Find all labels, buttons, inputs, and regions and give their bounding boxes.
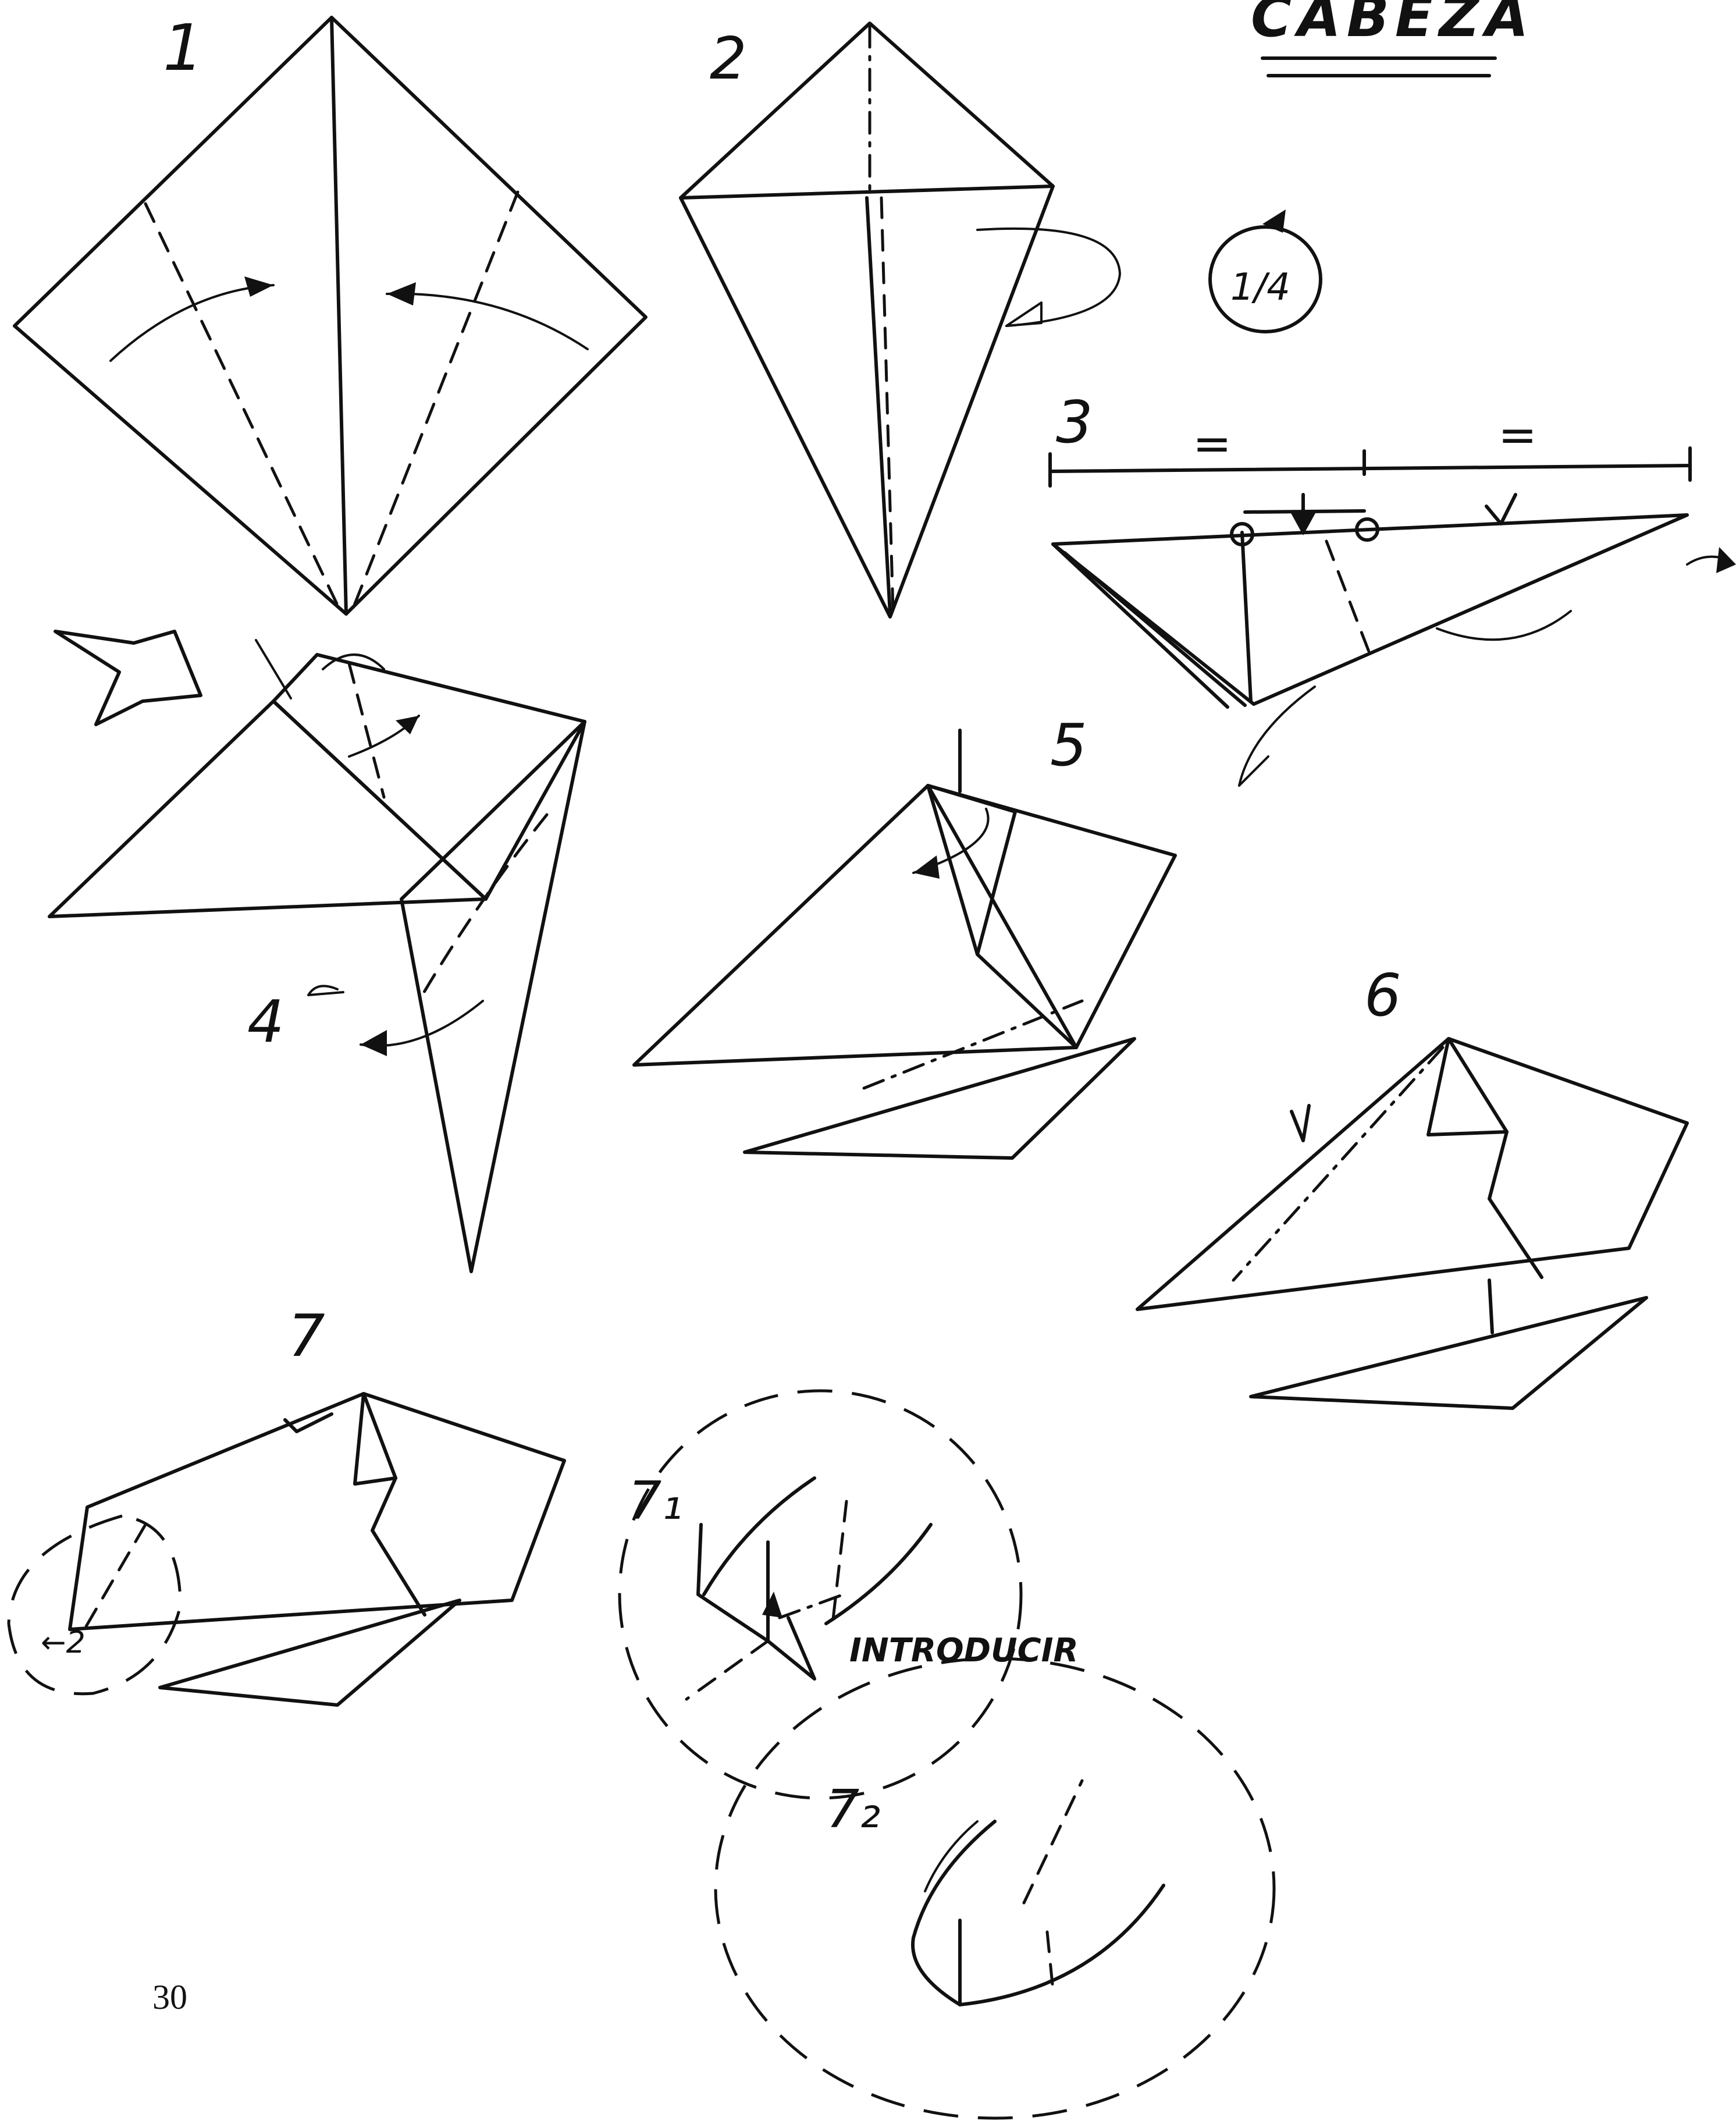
equal-mark-left: = — [1193, 417, 1232, 471]
step-4-label: 4 — [247, 988, 284, 1056]
step-4-view-arrow — [55, 631, 201, 724]
step-5-label: 5 — [1050, 711, 1087, 779]
step-6-lower-flap — [1251, 1298, 1646, 1408]
equal-mark-right: = — [1498, 408, 1537, 462]
step-2-label: 2 — [710, 24, 747, 93]
step-2-turn-over-arrow — [977, 229, 1120, 326]
step-6-label: 6 — [1364, 961, 1401, 1029]
page-number: 30 — [152, 1978, 187, 2016]
introducir-label: INTRODUCIR — [849, 1632, 1079, 1670]
step-1: 1 — [15, 10, 646, 614]
step-3-label: 3 — [1056, 388, 1093, 456]
step-3: 3 = = — [1050, 388, 1736, 786]
title-block: CABEZA — [1251, 0, 1534, 76]
page-title: CABEZA — [1251, 0, 1534, 49]
step-4: 4 — [49, 631, 585, 1271]
detail-7-2: 7₂ — [716, 1658, 1274, 2118]
detail-7-1: 7₁ INTRODUCIR — [620, 1391, 1079, 1798]
step-7-label: 7 — [288, 1302, 325, 1370]
detail-7-2-circle — [716, 1658, 1274, 2118]
step-1-square — [15, 17, 646, 614]
step-4-flap — [273, 655, 585, 899]
step-2: 2 — [681, 23, 1120, 617]
detail-7-2-label: 7₂ — [826, 1779, 880, 1840]
step-1-label: 1 — [163, 10, 204, 85]
rotation-label: 1/4 — [1230, 266, 1290, 309]
step-7: 7 ←2 — [9, 1302, 564, 1705]
step-3-shape — [1053, 515, 1687, 704]
step-5: 5 — [634, 711, 1175, 1158]
step-3-measure-line — [1050, 466, 1690, 471]
step-4-triangle — [49, 701, 486, 917]
step-7-lower-flap — [160, 1600, 460, 1705]
step-1-fold-arrow-right — [387, 294, 588, 349]
step-5-body — [634, 786, 1175, 1065]
rotation-symbol: 1/4 — [1210, 209, 1321, 332]
detail-7-1-circle — [620, 1391, 1021, 1798]
step-6: 6 — [1137, 961, 1687, 1408]
step-1-fold-arrow-left — [111, 285, 273, 361]
step-4-lower-point — [401, 722, 585, 1271]
step-7-detail-circle — [9, 1516, 180, 1694]
svg-text:←2: ←2 — [41, 1625, 86, 1660]
step-2-kite — [681, 23, 1053, 617]
step-7-body — [70, 1394, 564, 1629]
detail-7-1-label: 7₁ — [628, 1471, 682, 1532]
